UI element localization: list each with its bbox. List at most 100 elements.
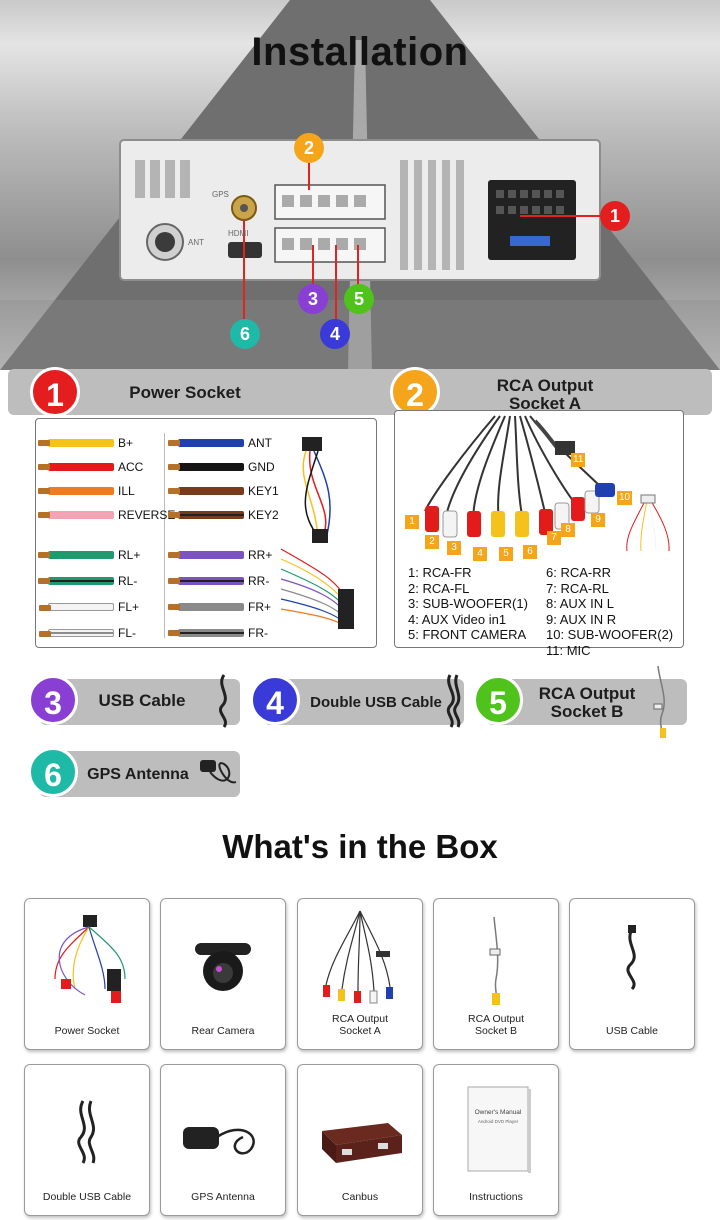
rca-tag: 1 [405, 515, 419, 529]
caption-line1: RCA Output [331, 1013, 389, 1025]
power-socket-badge: 1 [30, 367, 80, 417]
double-usb-image [446, 674, 461, 728]
wire-color-swatch [38, 487, 114, 495]
rca-list-item: 10: SUB-WOOFER(2) [546, 627, 674, 642]
gps-port-label: GPS [212, 190, 229, 199]
caption-line2: Socket A [339, 1025, 381, 1037]
rca-list-item: 11: MIC [546, 642, 591, 658]
rca-list-item: 7: RCA-RL [546, 580, 609, 596]
callout-3: 3 [298, 284, 328, 314]
box-item-caption: RCA Output Socket A [298, 1013, 422, 1037]
usb-cable-badge: 3 [28, 675, 78, 725]
rca-b-image [653, 665, 666, 739]
usb-cable-thumb [626, 925, 636, 991]
wire-label: FL+ [118, 600, 140, 614]
box-item-canbus: Canbus [297, 1064, 423, 1216]
box-item-power-socket: Power Socket [24, 898, 150, 1050]
wire-label: ILL [118, 484, 135, 498]
ant-port-label: ANT [188, 238, 204, 247]
usb-cable-image [219, 674, 227, 728]
callout-5: 5 [344, 284, 374, 314]
rca-list-item: 8: AUX IN L [546, 596, 614, 611]
wire-label: ANT [248, 436, 272, 450]
box-item-caption: Rear Camera [191, 1025, 255, 1037]
rca-list-item: 9: AUX IN R [546, 611, 617, 627]
rca-list-item: 1: RCA-FR [408, 565, 472, 580]
callout-4: 4 [320, 319, 350, 349]
installation-hero: Installation [0, 0, 720, 370]
wire-color-swatch [38, 511, 114, 519]
gps-antenna-image [200, 760, 237, 784]
rca-tag: 10 [617, 491, 633, 505]
rca-a-cable-image [424, 415, 670, 552]
rca-tag: 6 [523, 545, 537, 559]
gps-antenna-thumb [183, 1127, 255, 1155]
rca-a-badge: 2 [390, 367, 440, 417]
callout-6: 6 [230, 319, 260, 349]
box-item-caption: Double USB Cable [42, 1191, 132, 1203]
harness-image [280, 437, 354, 629]
wire-label: FL- [118, 626, 136, 640]
rca-tag: 2 [425, 535, 439, 549]
double-usb-badge: 4 [250, 675, 300, 725]
wire-label: FR+ [248, 600, 272, 614]
rca-tag: 4 [473, 547, 487, 561]
manual-subtitle: Android DVD Player [477, 1119, 519, 1124]
wire-label: RR- [248, 574, 270, 588]
wire-color-swatch [168, 551, 244, 559]
rca-list-item: 5: FRONT CAMERA [408, 627, 527, 642]
rca-list-item: 4: AUX Video in1 [408, 611, 507, 627]
in-box-title: What's in the Box [222, 828, 498, 865]
box-item-caption: Instructions [469, 1191, 523, 1203]
rca-b-title: RCA Output Socket B [527, 685, 647, 721]
rca-list-item: 3: SUB-WOOFER(1) [408, 596, 528, 611]
wire-color-swatch [168, 463, 244, 471]
callout-2: 2 [294, 133, 324, 163]
rca-tag: 11 [571, 453, 586, 467]
box-item-caption: GPS Antenna [191, 1191, 255, 1203]
manual-thumb [467, 1086, 531, 1173]
rca-list-item: 6: RCA-RR [546, 565, 612, 580]
wire-color-swatch [39, 603, 114, 611]
power-socket-thumb [54, 915, 126, 1003]
wire-color-swatch [38, 577, 114, 585]
gps-antenna-badge: 6 [28, 747, 78, 797]
rca-list-item: 2: RCA-FL [408, 580, 470, 596]
wire-label: REVERSE [118, 508, 176, 522]
rca-b-title-line1: RCA Output [538, 684, 636, 703]
box-item-double-usb: Double USB Cable [24, 1064, 150, 1216]
wire-label: RR+ [248, 548, 273, 562]
manual-title: Owner's Manual [474, 1109, 522, 1116]
wire-label: ACC [118, 460, 144, 474]
rca-a-title: RCA Output Socket A [470, 377, 620, 413]
wire-color-swatch [38, 551, 114, 559]
box-item-rear-camera: Rear Camera [160, 898, 286, 1050]
wire-label: B+ [118, 436, 134, 450]
rca-tag: 7 [547, 531, 561, 545]
power-socket-title: Power Socket [129, 383, 241, 402]
box-item-rca-a: RCA Output Socket A [297, 898, 423, 1050]
hdmi-port-label: HDMI [228, 229, 249, 238]
rca-a-title-line2: Socket A [508, 394, 582, 413]
double-usb-title: Double USB Cable [310, 694, 442, 711]
rca-b-thumb [489, 916, 501, 1005]
wire-color-swatch [168, 439, 244, 447]
rca-tag: 5 [499, 547, 513, 561]
box-item-caption: USB Cable [606, 1025, 658, 1037]
rca-b-title-line2: Socket B [550, 702, 624, 721]
wire-color-swatch [168, 629, 244, 637]
section-header-bar [8, 369, 712, 415]
wire-color-swatch [39, 629, 114, 637]
canbus-thumb [322, 1123, 402, 1163]
rca-a-title-line1: RCA Output [496, 376, 594, 395]
box-item-caption: RCA Output Socket B [434, 1013, 558, 1037]
box-item-instructions: Owner's Manual Android DVD Player Instru… [433, 1064, 559, 1216]
wire-label: FR- [248, 626, 268, 640]
wire-color-swatch [38, 463, 114, 471]
wire-label: KEY1 [248, 484, 279, 498]
gps-antenna-title: GPS Antenna [87, 766, 189, 783]
